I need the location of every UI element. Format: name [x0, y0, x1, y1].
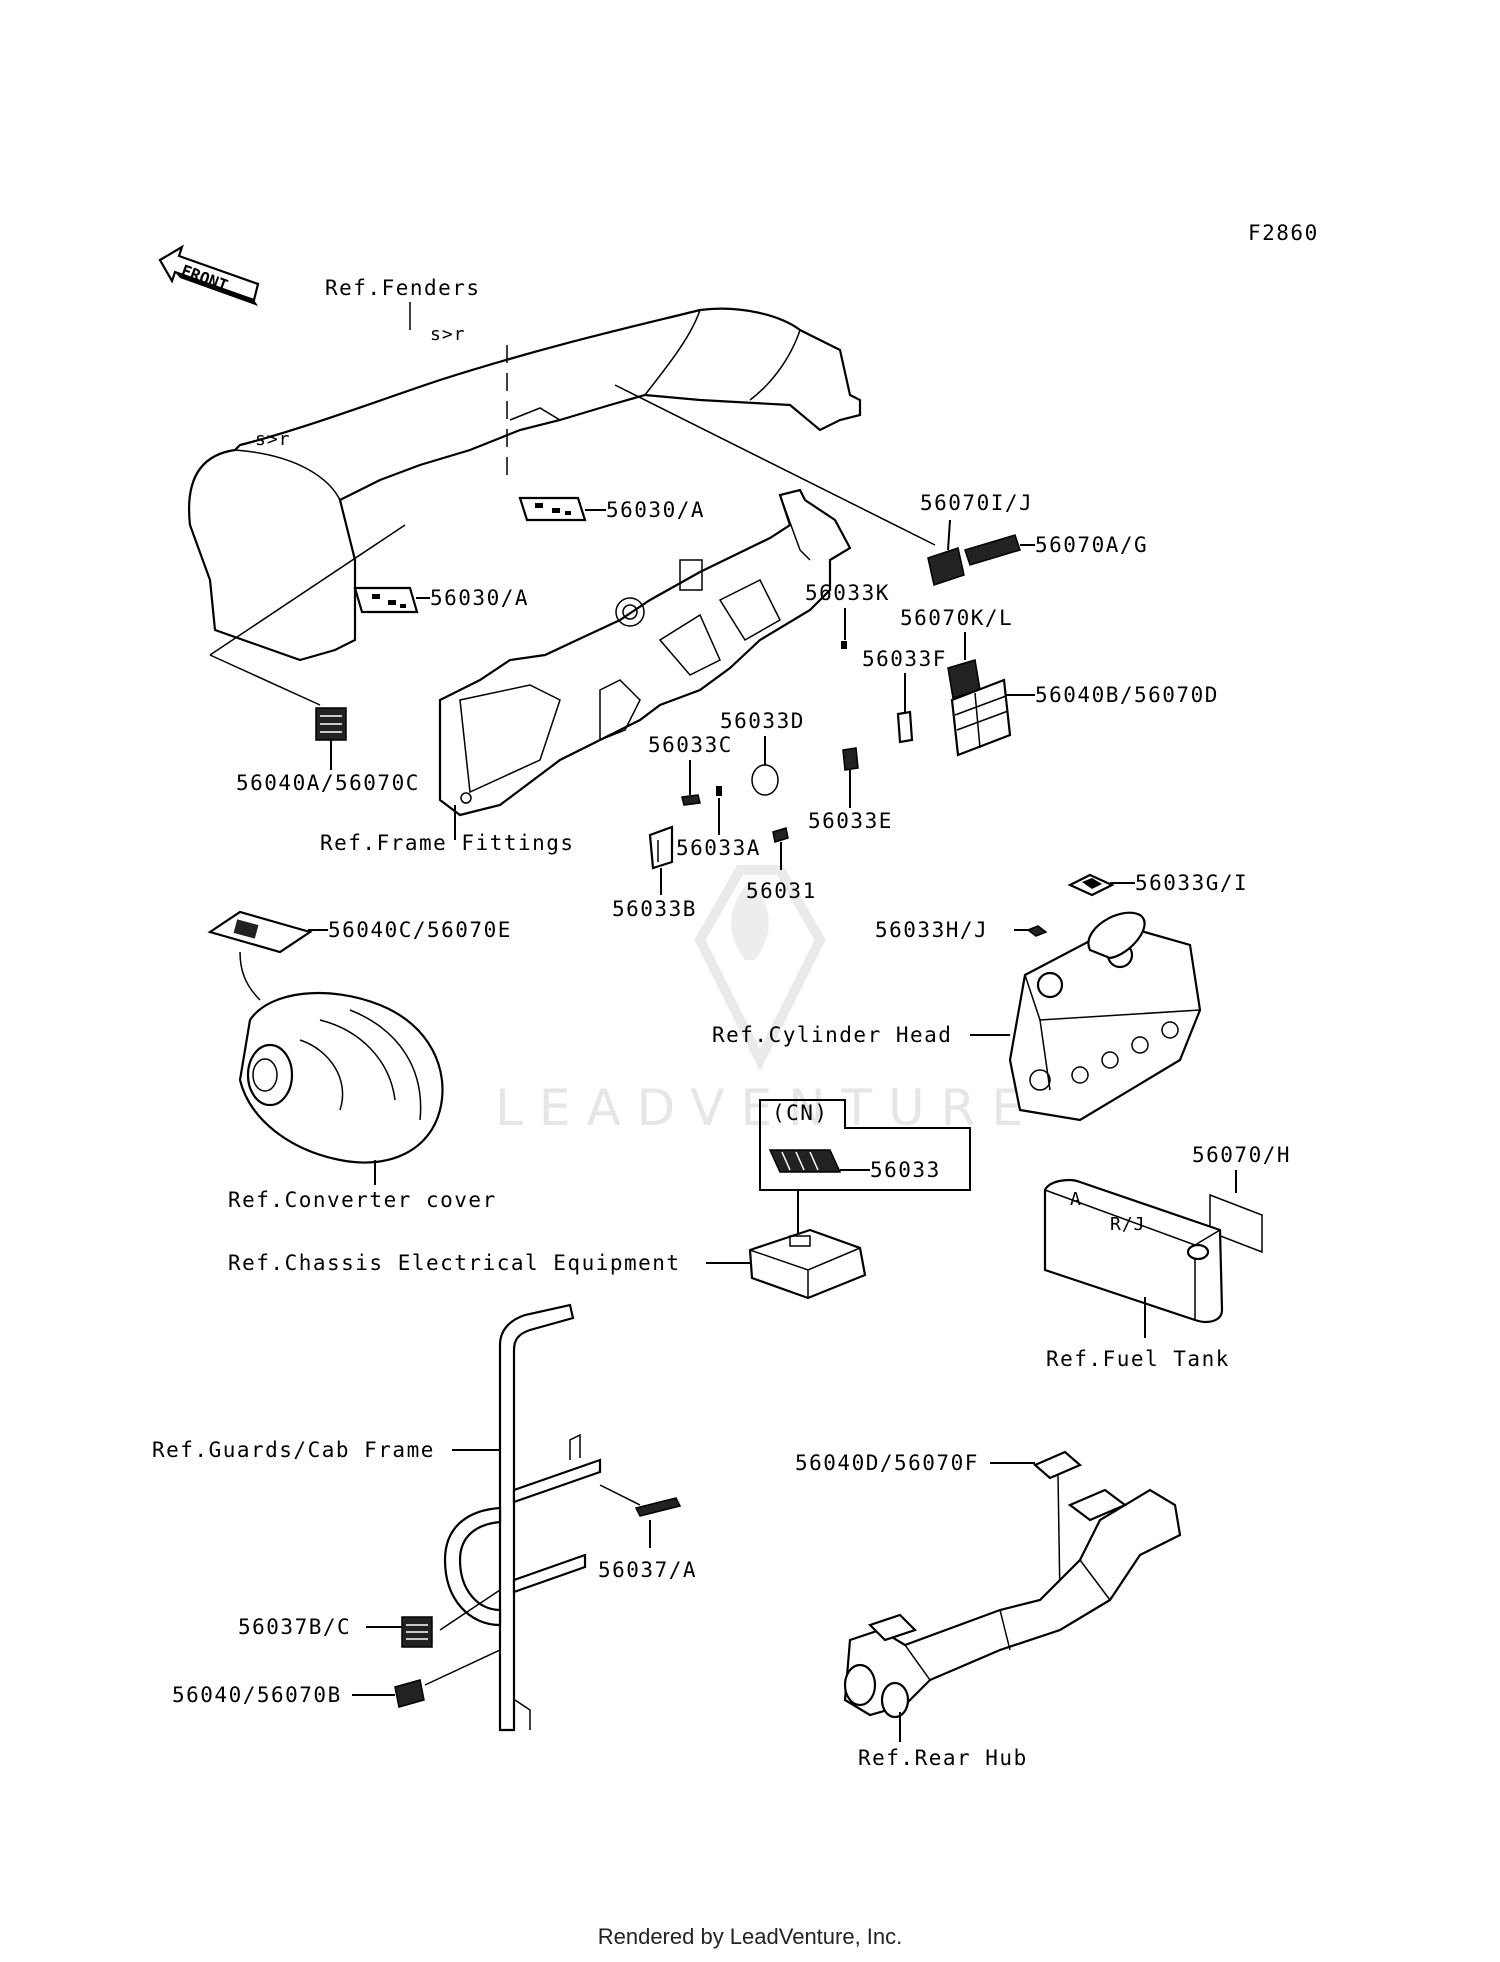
part-56070ij: 56070I/J: [920, 491, 1033, 515]
footer-credit: Rendered by LeadVenture, Inc.: [597, 1924, 903, 1949]
label-56040c-56070e: [207, 910, 313, 954]
fenders-part: s>r s>r: [188, 307, 862, 662]
sticker-56030a-1: [518, 496, 587, 522]
part-56037a: 56037/A: [598, 1558, 697, 1582]
part-56033b: 56033B: [612, 897, 697, 921]
label-56033: [768, 1149, 842, 1173]
sticker-56033k: [841, 641, 847, 649]
sticker-56033hj: [1026, 925, 1048, 937]
label-56070ij: [927, 547, 965, 586]
label-56040d-56070f: [1032, 1450, 1083, 1480]
label-56070ag: [964, 534, 1021, 566]
fender-mark-2: s>r: [255, 429, 291, 450]
part-56033k: 56033K: [805, 581, 890, 605]
part-56033hj: 56033H/J: [875, 918, 988, 942]
part-56070h: 56070/H: [1192, 1143, 1291, 1167]
ref-fuel-tank-label: Ref.Fuel Tank: [1046, 1347, 1230, 1371]
part-56033gi: 56033G/I: [1135, 871, 1248, 895]
ring-56033d: [751, 764, 779, 796]
sticker-56033f: [896, 710, 914, 744]
guards-cab-frame-part: [443, 1303, 602, 1732]
part-56040-56070b: 56040/56070B: [172, 1683, 342, 1707]
label-56033gi: [1067, 873, 1115, 897]
part-56033: 56033: [870, 1158, 941, 1182]
part-56040a-56070c: 56040A/56070C: [236, 771, 420, 795]
part-56033e: 56033E: [808, 809, 893, 833]
part-56033f: 56033F: [862, 647, 947, 671]
ref-fenders-label: Ref.Fenders: [325, 276, 481, 300]
frame-fittings-part: [438, 488, 852, 817]
sticker-56033c: [681, 794, 701, 806]
part-56040c-56070e: 56040C/56070E: [328, 918, 512, 942]
diagram-code: F2860: [1248, 221, 1319, 245]
sticker-56031: [772, 827, 789, 843]
sticker-56033a: [716, 786, 722, 796]
part-56070kl: 56070K/L: [900, 606, 1013, 630]
part-56033c: 56033C: [648, 733, 733, 757]
converter-cover-part: [238, 991, 444, 1164]
fuel-tank-part: R/J A: [1043, 1179, 1224, 1324]
part-56030a-2: 56030/A: [430, 586, 529, 610]
part-56033a: 56033A: [676, 836, 761, 860]
part-56070ag: 56070A/G: [1035, 533, 1148, 557]
ref-rear-hub-label: Ref.Rear Hub: [858, 1746, 1028, 1770]
rear-hub-part: [843, 1488, 1182, 1719]
part-56037bc: 56037B/C: [238, 1615, 351, 1639]
ref-converter-cover-label: Ref.Converter cover: [228, 1188, 497, 1212]
sticker-56033b: [648, 825, 674, 870]
label-56040a-56070c: [315, 707, 347, 741]
label-56070h: [1209, 1193, 1263, 1254]
part-56033d: 56033D: [720, 709, 805, 733]
chassis-electrical-part: [748, 1228, 867, 1300]
tank-mark-2: A: [1070, 1189, 1082, 1210]
part-56040b-56070d: 56040B/56070D: [1035, 683, 1219, 707]
fender-mark-1: s>r: [430, 324, 466, 345]
sticker-56030a-2: [353, 586, 419, 614]
part-56030a-1: 56030/A: [606, 498, 705, 522]
part-56031: 56031: [746, 879, 817, 903]
tank-mark: R/J: [1110, 1214, 1146, 1235]
watermark-logo: [694, 865, 826, 1072]
front-arrow-icon: FRONT: [158, 244, 260, 306]
ref-chassis-electrical-label: Ref.Chassis Electrical Equipment: [228, 1251, 681, 1275]
ref-guards-cab-frame-label: Ref.Guards/Cab Frame: [152, 1438, 435, 1462]
label-56040b-56070d: [950, 678, 1012, 757]
ref-cylinder-head-label: Ref.Cylinder Head: [712, 1023, 952, 1047]
cylinder-head-part: [1008, 911, 1202, 1122]
cn-label: (CN): [772, 1101, 829, 1125]
part-56040d-56070f: 56040D/56070F: [795, 1451, 979, 1475]
label-56037a: [634, 1497, 682, 1517]
ref-frame-fittings-label: Ref.Frame Fittings: [320, 831, 575, 855]
label-56040-56070b: [394, 1679, 425, 1708]
sticker-56033e: [842, 747, 859, 771]
label-56037bc: [401, 1616, 433, 1648]
